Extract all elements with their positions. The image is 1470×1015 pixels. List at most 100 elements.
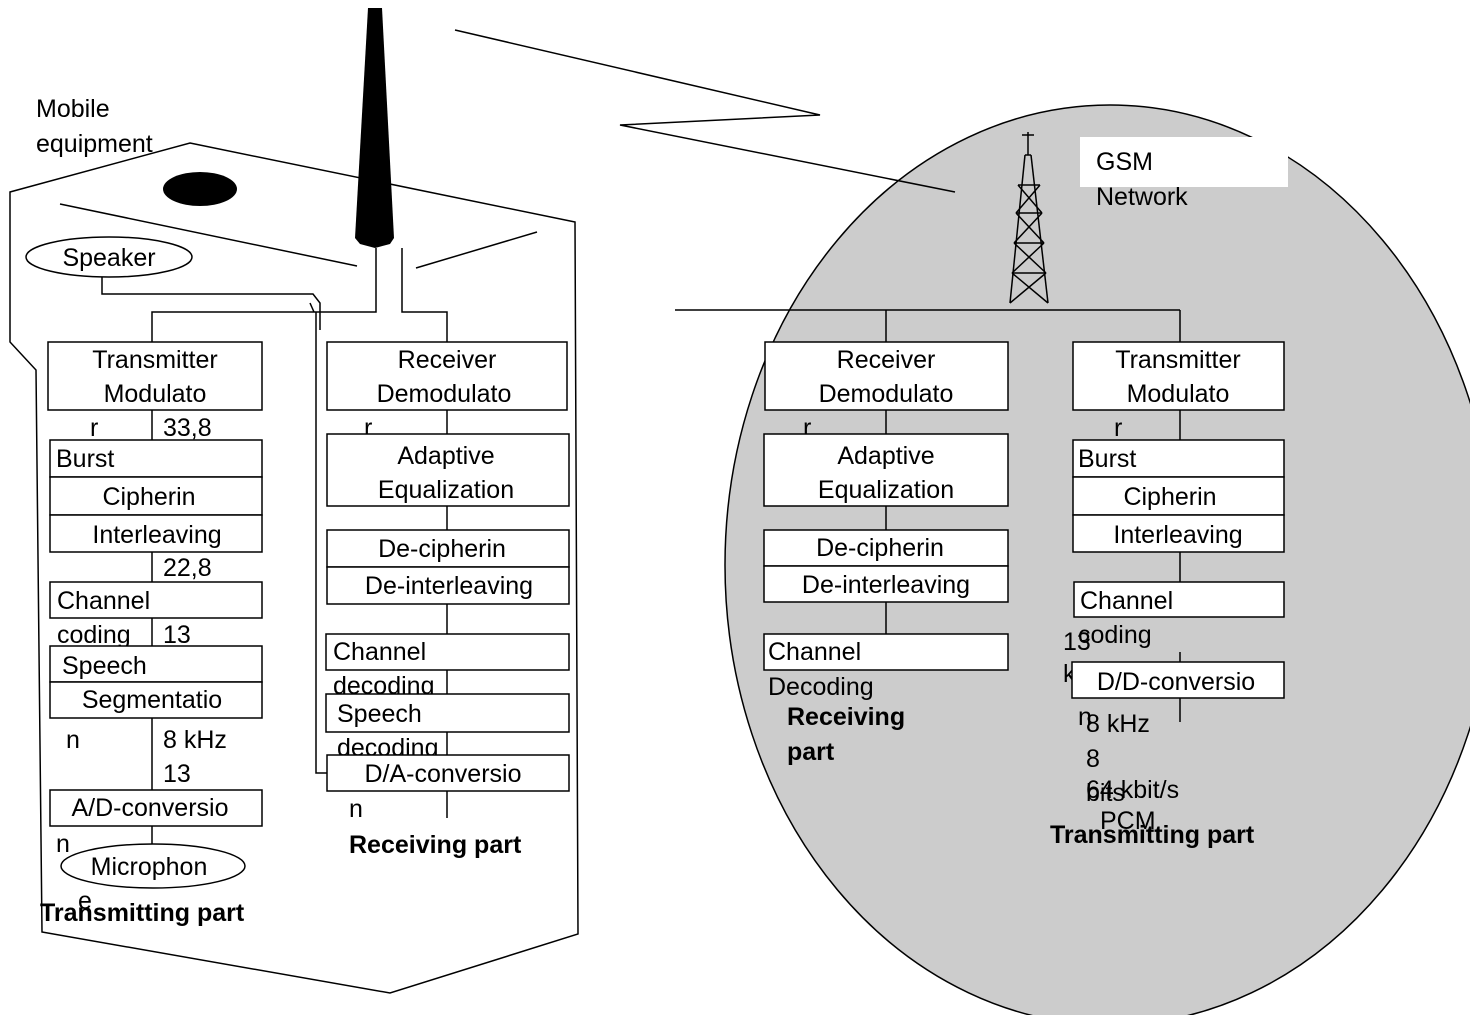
mob-receiver-line3: r	[364, 414, 372, 442]
mob-da-line1: D/A-conversio	[365, 760, 522, 788]
net-dd-conversion-box	[1071, 661, 1285, 699]
speaker-label: Speaker	[62, 244, 155, 272]
mob-transmitter-line1: Transmitter	[92, 346, 217, 374]
mob-transmitter-line3: r	[90, 414, 98, 442]
mob-receiver-line1: Receiver	[398, 346, 497, 374]
mob-adaptive-box	[326, 433, 570, 507]
mob-channel-decoding-line1: Channel	[333, 638, 426, 666]
net-rate-bits: bits	[1086, 779, 1125, 807]
network-title-line2: Network	[1096, 183, 1188, 211]
mob-speech-line1: Speech	[62, 652, 147, 680]
antenna-icon	[355, 8, 394, 248]
net-interleaving-box	[1072, 514, 1285, 553]
earpiece-icon	[163, 172, 237, 206]
mob-ad-line2: n	[56, 830, 70, 858]
mob-rate-33-8: 33,8	[163, 414, 212, 442]
net-receiver-line1: Receiver	[837, 346, 936, 374]
net-receiver-box	[764, 341, 1009, 411]
mob-speech-line2: Segmentatio	[82, 686, 222, 714]
net-receiver-line3: r	[803, 414, 811, 442]
antenna-tower-icon	[1009, 132, 1049, 304]
net-channel-coding-line2: coding	[1078, 621, 1152, 649]
mob-interleaving: Interleaving	[92, 521, 221, 549]
mob-da-line2: n	[349, 795, 363, 823]
net-receiver-line2: Demodulato	[819, 380, 954, 408]
net-transmitter-box	[1072, 341, 1285, 411]
mob-adaptive-line1: Adaptive	[397, 442, 494, 470]
mob-speech-decoding-line1: Speech	[337, 700, 422, 728]
net-rate-pcm: PCM	[1100, 807, 1156, 835]
mob-burst-box	[49, 439, 263, 478]
net-channel-coding-line1: Channel	[1080, 587, 1173, 615]
microphone-line1: Microphon	[91, 853, 208, 881]
net-channel-decoding-box	[763, 633, 1009, 671]
mob-channel-coding-line2: coding	[57, 621, 131, 649]
mob-ad-line1: A/D-conversio	[72, 794, 229, 822]
mob-deinterleaving: De-interleaving	[365, 572, 533, 600]
net-transmitter-line1: Transmitter	[1115, 346, 1240, 374]
mob-channel-coding-box	[49, 581, 263, 619]
mob-burst: Burst	[56, 445, 114, 473]
net-adaptive-line2: Equalization	[818, 476, 954, 504]
microphone-line2: e	[78, 887, 92, 915]
mob-transmitting-part: Transmitting part	[40, 899, 245, 927]
mob-receiver-line2: Demodulato	[377, 380, 512, 408]
mob-receiver-box	[326, 341, 568, 411]
net-channel-decoding-line2: Decoding	[768, 673, 874, 701]
microphone-bubble	[60, 843, 246, 889]
mob-rate-13-a: 13	[163, 621, 191, 649]
net-deinterleaving-box	[763, 565, 1009, 603]
net-deciphering-box	[763, 529, 1009, 567]
mobile-title-line2: equipment	[36, 130, 153, 158]
mob-speech-line3: n	[66, 726, 80, 754]
mob-receiving-part: Receiving part	[349, 831, 522, 859]
net-burst: Burst	[1078, 445, 1136, 473]
mob-deciphering: De-cipherin	[378, 535, 506, 563]
mob-speech-box	[49, 645, 263, 683]
mob-rate-22-8: 22,8	[163, 554, 212, 582]
radio-link	[454, 29, 956, 193]
net-adaptive-box	[763, 433, 1009, 507]
mob-da-conversion-box	[326, 754, 570, 792]
net-rate-64kbit: 64 kbit/s	[1086, 776, 1179, 804]
net-rate-8khz: 8 kHz	[1086, 710, 1150, 738]
net-rate-13: 13	[1063, 628, 1091, 656]
mob-rate-8khz: 8 kHz	[163, 726, 227, 754]
net-ciphering-box	[1072, 476, 1285, 516]
mob-channel-decoding-box	[325, 633, 570, 671]
mob-segmentation-box	[49, 681, 263, 719]
mob-ciphering-box	[49, 476, 263, 516]
net-dd-line2: n	[1078, 703, 1092, 731]
mob-deinterleaving-box	[326, 566, 570, 605]
net-receiving-line1: Receiving	[787, 703, 905, 731]
mob-adaptive-line2: Equalization	[378, 476, 514, 504]
net-receiving-line2: part	[787, 738, 835, 766]
net-adaptive-line1: Adaptive	[837, 442, 934, 470]
net-burst-box	[1072, 439, 1285, 478]
mob-transmitter-line2: Modulato	[104, 380, 207, 408]
mob-rate-13-b: 13	[163, 760, 191, 788]
net-deinterleaving: De-interleaving	[802, 571, 970, 599]
mob-ciphering: Cipherin	[102, 483, 195, 511]
mobile-title-line1: Mobile	[36, 95, 110, 123]
network-ellipse	[724, 104, 1470, 1015]
net-channel-coding-box	[1073, 581, 1285, 618]
net-transmitting-part: Transmitting part	[1050, 821, 1255, 849]
net-deciphering: De-cipherin	[816, 534, 944, 562]
speaker-bubble	[25, 236, 193, 278]
mob-speech-decoding-box	[325, 693, 570, 733]
mob-transmitter-box	[47, 341, 263, 411]
network-label-bg	[1080, 137, 1288, 187]
mob-channel-coding-line1: Channel	[57, 587, 150, 615]
network-title-line1: GSM	[1096, 148, 1153, 176]
mob-interleaving-box	[49, 514, 263, 553]
mob-ad-conversion-box	[49, 789, 263, 827]
net-ciphering: Cipherin	[1123, 483, 1216, 511]
net-dd-line1: D/D-conversio	[1097, 668, 1255, 696]
net-transmitter-line2: Modulato	[1127, 380, 1230, 408]
mob-deciphering-box	[326, 529, 570, 568]
net-transmitter-line3: r	[1114, 414, 1122, 442]
net-rate-8: 8	[1086, 745, 1100, 773]
net-channel-decoding-line1: Channel	[768, 638, 861, 666]
